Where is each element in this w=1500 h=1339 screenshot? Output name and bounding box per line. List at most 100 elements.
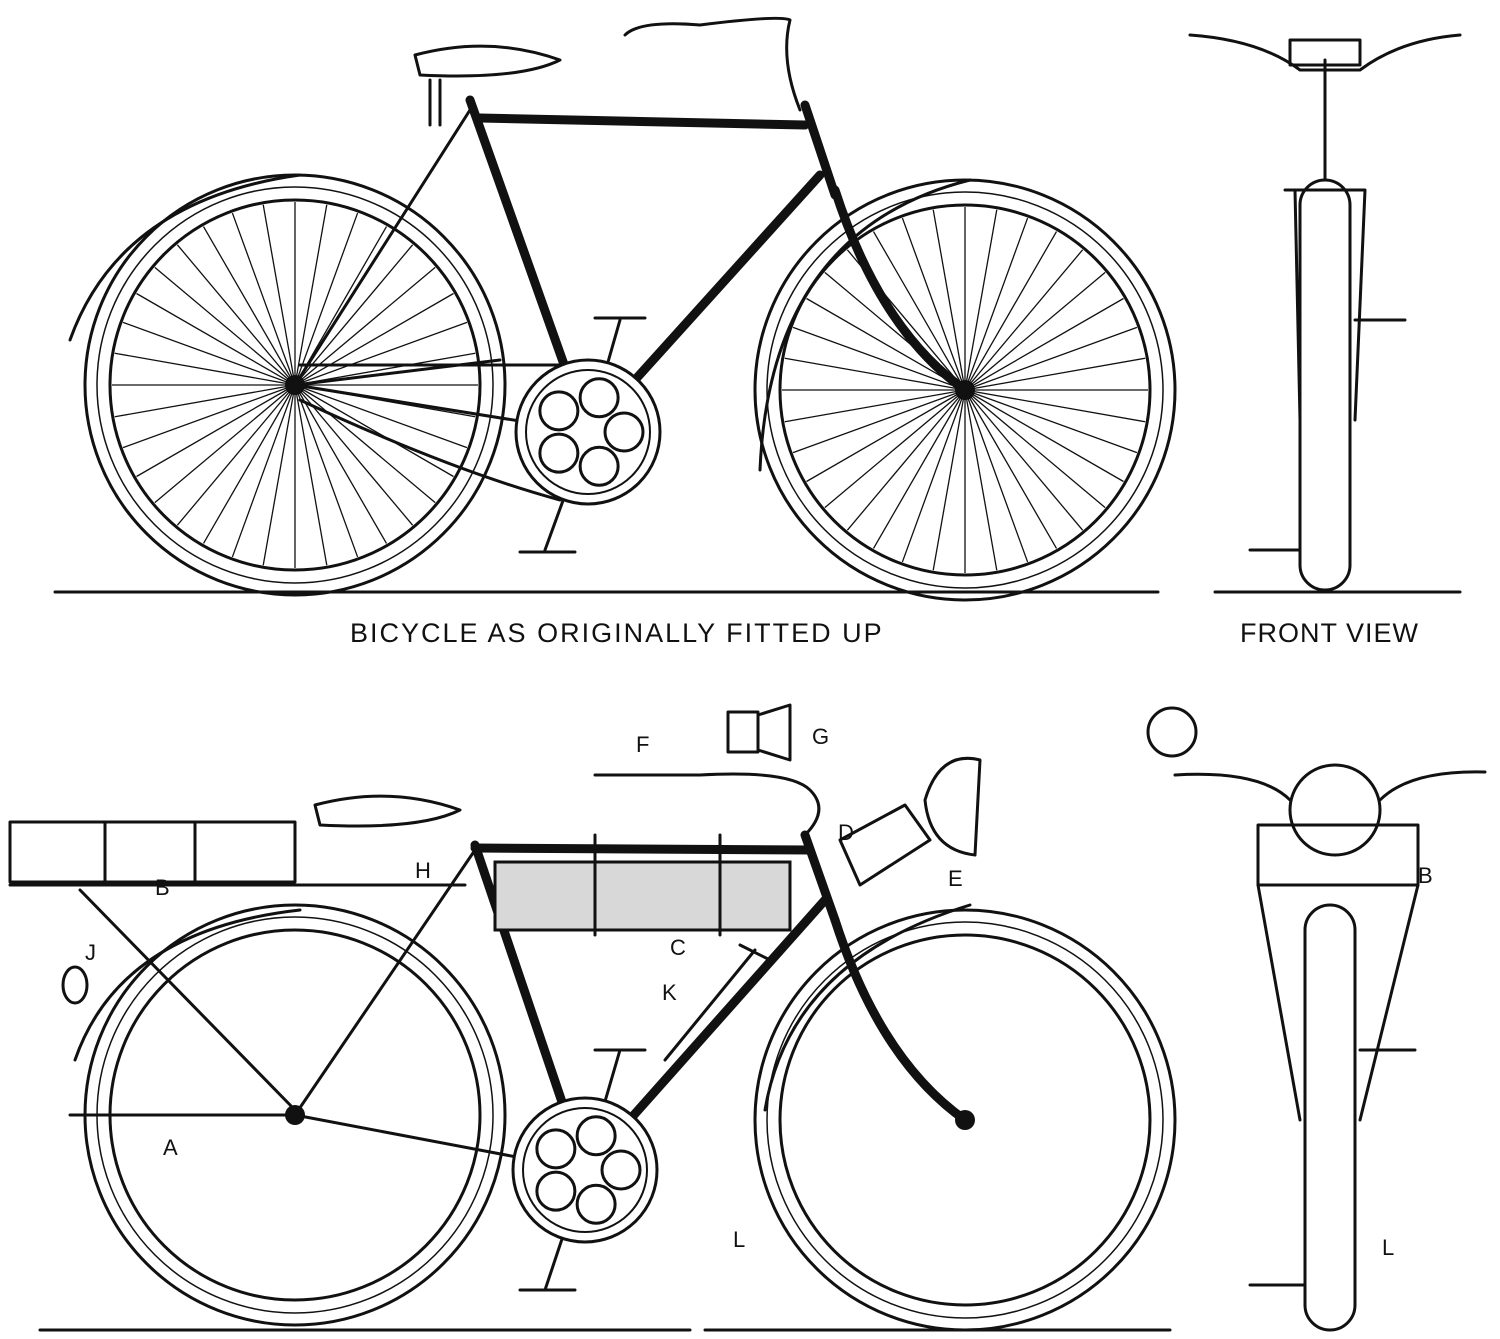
chainring-ring [522,1107,648,1233]
chain [298,363,592,502]
top-tube [470,843,815,855]
spoke [964,389,1138,454]
front-fork [830,185,970,395]
front-handlebar [1188,33,1462,72]
spoke [964,389,1058,549]
front-pedals [1248,318,1407,552]
horn-G [726,710,760,754]
spoke [294,384,468,449]
caption-original: BICYCLE AS ORIGINALLY FITTED UP [350,618,884,648]
tool-box-C [493,860,792,932]
spoke [964,271,1106,391]
front-tire [1303,903,1357,1332]
spoke [136,384,296,478]
chainring-hole [535,1128,577,1170]
spoke [122,321,296,386]
saddle [313,794,462,828]
spoke [964,217,1029,391]
label-G: G [812,724,830,749]
spoke [932,389,966,571]
chainring-hole [575,1183,617,1225]
wheel-rim [778,203,1152,577]
label-D: D [838,820,854,845]
chainring-hole [603,411,645,453]
spoke [294,384,436,504]
front-handlebar [1173,770,1487,802]
saddle [413,44,562,78]
chainring-hole [578,377,620,419]
spoke [964,297,1124,391]
tail-lamp-J [61,965,89,1005]
label-C: C [670,935,686,960]
wheel-rim [778,933,1152,1307]
spoke [202,384,296,544]
front-tire [1298,178,1352,592]
bottom-chainring [511,1096,659,1244]
mirror [1146,706,1198,758]
front-fork-view [1283,58,1367,422]
spoke [901,217,966,391]
front-pedals [1248,1048,1417,1287]
box-straps [593,833,722,937]
spoke [792,326,966,391]
front-rack [1256,823,1420,887]
top-chainring [514,358,662,506]
saddle-spring [428,78,442,127]
spoke [964,389,1124,483]
spoke [964,389,998,571]
spoke [294,384,388,544]
wheel-rim [108,198,482,572]
spoke [294,384,328,566]
spoke [231,212,296,386]
top-front-view [1188,33,1462,594]
rack-struts [1256,883,1420,1122]
spoke [262,384,296,566]
spoke [122,384,296,449]
spoke [964,357,1146,391]
chainring-hole [578,445,620,487]
label-L: L [733,1227,746,1252]
spoke [262,204,296,386]
horn-bell [756,703,792,762]
spoke [964,389,1084,531]
spoke [294,212,359,386]
spoke [784,389,966,423]
spoke [872,389,966,549]
spoke [294,384,454,478]
headlamp-E [923,756,982,857]
chainring-ring [525,369,651,495]
rack-supports [8,820,467,1112]
spoke [964,326,1138,391]
mudguards [68,173,972,472]
lamp-bracket-D [838,803,932,887]
spoke [792,389,966,454]
spoke [154,384,296,504]
spoke [964,249,1084,391]
spoke [136,292,296,386]
spoke [964,389,1029,563]
spoke [964,209,998,391]
spoke [846,389,966,531]
front-headlamp [1288,763,1382,857]
spoke [964,389,1106,509]
spoke [294,384,359,558]
spoke [114,352,296,386]
wheel-rim [766,921,1164,1319]
pump-K [663,943,772,1062]
chainring-hole [538,390,580,432]
label-front-L: L [1382,1235,1395,1260]
head-tube [800,100,840,200]
spoke [824,389,966,509]
label-A: A [163,1135,178,1160]
spoke [294,352,476,386]
wheel-rim [96,186,494,584]
spoke [176,384,296,526]
wheel-rim [766,191,1164,589]
label-B: B [155,875,170,900]
bottom-front-view [1146,706,1487,1332]
handlebar [623,16,802,112]
top-front-wheel [753,178,1177,602]
spoke [964,389,1146,423]
spoke [114,384,296,418]
